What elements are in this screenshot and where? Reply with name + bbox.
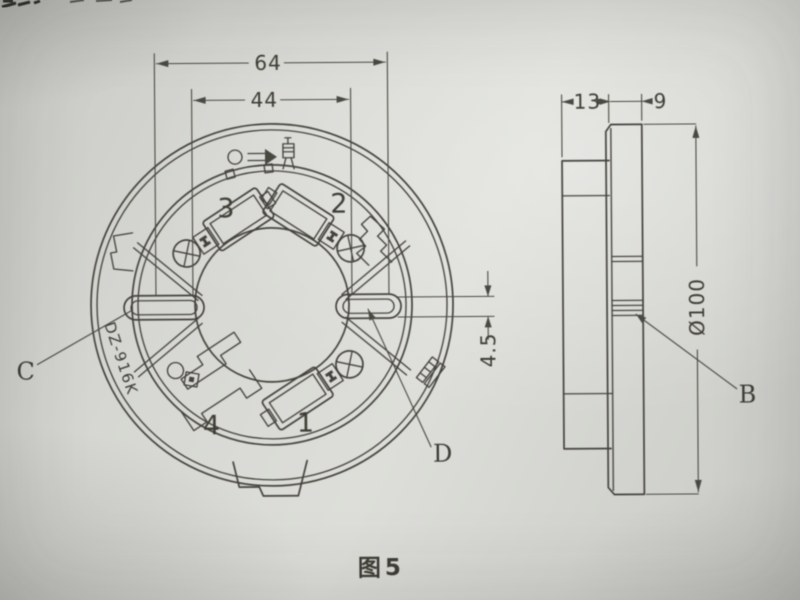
dim-9-label: 9 bbox=[654, 89, 668, 113]
dimension-13: 13 bbox=[561, 90, 610, 158]
mounting-slot-c bbox=[123, 294, 205, 321]
figure-caption: 图5 bbox=[358, 555, 405, 581]
dim-4-5-label: 4.5 bbox=[476, 332, 500, 367]
dimension-64: 64 bbox=[153, 51, 390, 297]
ring-key-tick bbox=[263, 163, 274, 174]
dim-13-label: 13 bbox=[574, 90, 602, 114]
label-b: B bbox=[739, 381, 757, 409]
leader-d: D bbox=[367, 308, 452, 468]
top-edge-text-fragment bbox=[1, 0, 133, 9]
terminal-4-label: 4 bbox=[203, 410, 220, 441]
terminal-2-assembly bbox=[260, 183, 365, 263]
led-direction-symbol bbox=[227, 137, 295, 170]
mounting-slot-d bbox=[335, 293, 402, 320]
terminal-1-label: 1 bbox=[297, 408, 314, 439]
divider-ribs bbox=[132, 240, 412, 378]
detector-head-icon bbox=[282, 137, 295, 170]
dim-64-label: 64 bbox=[254, 51, 282, 75]
center-hole-circle bbox=[194, 227, 350, 383]
mounting-ring-inner bbox=[137, 170, 407, 440]
ring-tab-bottom bbox=[232, 459, 308, 497]
front-view-detector-base: 3 2 4 1 DZ-916K 64 bbox=[16, 51, 500, 497]
terminal-4-assembly bbox=[166, 331, 263, 432]
rear-flange-steps bbox=[561, 194, 614, 395]
rim-latch-pad bbox=[415, 356, 446, 389]
label-d: D bbox=[433, 440, 452, 468]
rear-flange-outline bbox=[561, 159, 612, 450]
body-outline bbox=[604, 123, 646, 496]
terminal-1-assembly bbox=[259, 350, 364, 431]
dim-44-label: 44 bbox=[251, 88, 279, 112]
ring-key-tick bbox=[224, 168, 236, 180]
dimension-44: 44 bbox=[190, 87, 353, 296]
side-view-detector-base: 13 9 Ø100 B bbox=[561, 89, 757, 496]
terminal-2-label: 2 bbox=[330, 188, 347, 219]
dimension-9: 9 bbox=[599, 89, 668, 121]
body-grooves bbox=[611, 255, 644, 317]
arrow-icon bbox=[247, 148, 277, 165]
outer-rim-circle bbox=[90, 123, 454, 487]
outer-rim-inner-circle bbox=[96, 129, 448, 481]
indicator-dot-icon bbox=[227, 149, 243, 165]
rim-notch-left bbox=[109, 232, 134, 272]
label-c: C bbox=[16, 358, 35, 386]
dimension-4-5: 4.5 bbox=[397, 270, 500, 367]
leader-b: B bbox=[635, 313, 757, 409]
dim-diameter-label: Ø100 bbox=[685, 278, 709, 336]
mounting-ring-outer bbox=[131, 164, 413, 446]
body-inner-line bbox=[610, 127, 615, 492]
leader-c: C bbox=[16, 310, 132, 386]
terminal-3-label: 3 bbox=[217, 193, 234, 224]
dimension-diameter-100: Ø100 bbox=[643, 123, 709, 495]
